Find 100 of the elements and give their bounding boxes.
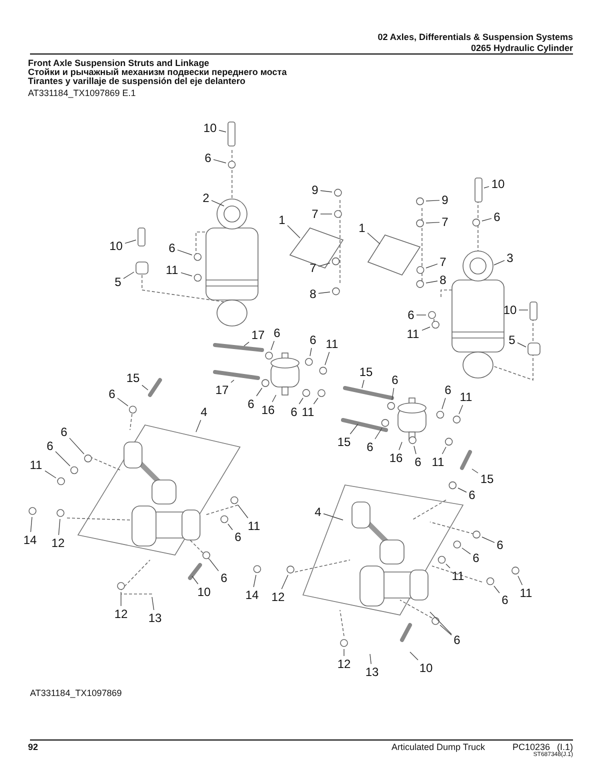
leader-line [494,260,505,266]
callout-number: 1 [278,213,286,227]
callout-number: 6 [168,241,176,255]
callout-number: 4 [314,505,322,519]
leader-line [218,130,226,132]
callout-number: 6 [234,530,242,544]
callout-number: 7 [438,255,448,269]
leader-line [416,314,426,316]
leader-line [482,536,495,543]
leader-line [430,612,452,635]
callout-number: 4 [200,405,208,419]
leader-line [350,424,358,434]
leader-line [196,420,202,432]
callout-number: 6 [204,151,212,165]
leader-line [142,384,148,390]
callout-number: 3 [506,251,514,265]
leader-line [253,574,256,588]
leader-line [244,342,250,346]
callout-number: 6 [308,333,318,347]
leader-line [124,240,136,244]
leader-line [324,352,330,366]
leader-line [426,264,438,268]
leader-line [458,404,464,414]
callout-number: 12 [50,536,66,550]
callout-number: 10 [196,585,212,599]
callout-number: 10 [108,239,124,253]
callout-number: 6 [414,455,422,469]
leader-line [177,250,192,256]
leader-line [374,428,382,440]
callout-number: 6 [60,425,68,439]
callout-number: 16 [388,451,404,465]
callout-number: 12 [113,607,129,621]
callout-number: 6 [444,383,452,397]
leader-line [55,451,70,466]
leader-line [422,326,430,331]
leader-line [58,518,60,536]
callout-number: 6 [496,538,504,552]
leader-line [458,488,467,493]
leader-line [238,504,248,518]
callout-number: 14 [22,533,38,547]
leader-line [426,200,440,202]
leader-line [152,596,154,610]
callout-number: 10 [202,121,218,135]
callout-number: 11 [28,458,44,472]
leader-line [398,442,402,450]
leader-line [414,446,416,454]
callout-number: 9 [310,183,320,197]
callout-number: 11 [518,586,534,600]
leader-line [472,468,478,474]
leader-line [256,388,262,396]
leader-line [211,200,224,206]
leader-line [442,446,446,454]
leader-line [228,524,233,530]
figure-reference: AT331184_TX1097869 [30,688,122,698]
callout-number: 11 [405,327,421,341]
callout-number: 6 [390,373,400,387]
callout-number: 12 [270,590,286,604]
revision-code: (I.1) [556,742,573,752]
callout-number: 16 [260,403,276,417]
leader-line [272,394,276,402]
leader-line [123,272,134,279]
leader-line [426,280,438,284]
callout-number: 8 [438,273,448,287]
leader-line [482,218,492,222]
callout-number: 12 [336,657,352,671]
callout-number: 11 [458,390,474,404]
leader-line [323,513,344,520]
leader-line [281,574,288,590]
callout-number: 6 [500,593,510,607]
footer-text: Articulated Dump Truck [391,742,485,752]
callout-number: 11 [300,405,316,419]
leader-line [310,348,312,356]
callout-number: 11 [164,263,180,277]
callout-number: 15 [336,435,352,449]
callout-number: 6 [246,397,256,411]
leader-line [494,586,500,594]
leader-line [213,159,226,164]
leader-line [44,470,56,478]
callout-number: 6 [220,571,228,585]
callout-number: 5 [114,275,122,289]
leader-line [442,398,446,410]
leader-line [320,190,332,192]
leader-line [318,292,330,294]
callout-number: 15 [125,371,141,385]
catalog-number: PC10236 [512,742,550,752]
leader-line [180,272,192,276]
callout-number: 2 [202,191,210,205]
leader-line [426,222,440,224]
callout-number: 17 [250,328,266,342]
leader-line [362,380,364,388]
callout-number: 6 [472,551,480,565]
callout-number: 10 [502,303,518,317]
leader-line [69,438,84,454]
callout-number: 8 [308,287,318,301]
callout-number: 10 [490,177,506,191]
leader-line [392,388,394,400]
callout-number: 10 [418,661,434,675]
callout-number: 15 [479,472,495,486]
callout-number: 11 [324,337,340,351]
page-number: 92 [28,742,38,752]
